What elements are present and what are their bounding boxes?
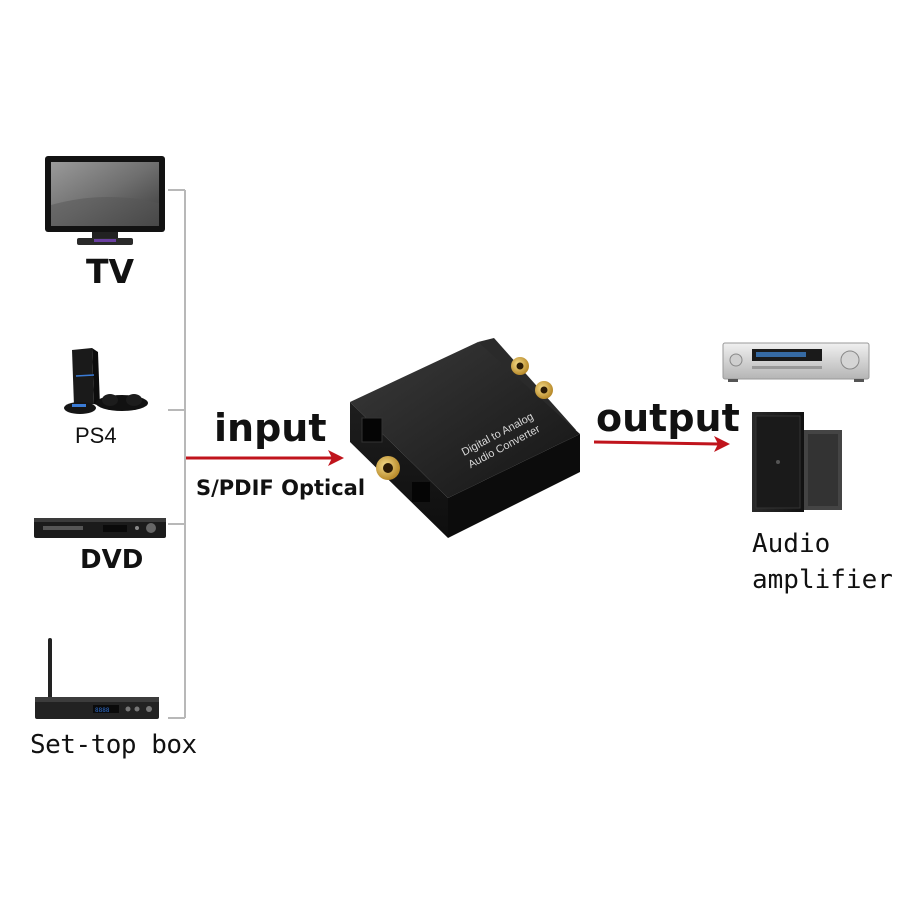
output-label: output (596, 396, 740, 440)
output-arrow-icon (594, 436, 730, 452)
destination-label-audio-amplifier: Audio amplifier (752, 526, 893, 598)
dvd-player-icon (34, 518, 166, 538)
game-console-icon (64, 348, 148, 414)
source-label-dvd: DVD (80, 545, 144, 575)
destination-label-line2: amplifier (752, 565, 893, 595)
destination-label-line1: Audio (752, 529, 831, 559)
source-label-tv: TV (86, 252, 135, 291)
converter-device-icon: Digital to Analog Audio Converter (350, 338, 580, 538)
source-label-ps4: PS4 (75, 423, 117, 448)
speaker-icon (752, 412, 842, 512)
input-sublabel-spdif-optical: S/PDIF Optical (196, 476, 366, 500)
av-receiver-icon (722, 342, 870, 382)
set-top-box-icon: 8888 (35, 638, 159, 719)
tv-icon (45, 156, 165, 245)
source-label-set-top-box: Set-top box (30, 730, 197, 760)
input-label: input (214, 406, 327, 450)
svg-text:8888: 8888 (95, 707, 110, 714)
input-arrow-icon (186, 450, 344, 466)
